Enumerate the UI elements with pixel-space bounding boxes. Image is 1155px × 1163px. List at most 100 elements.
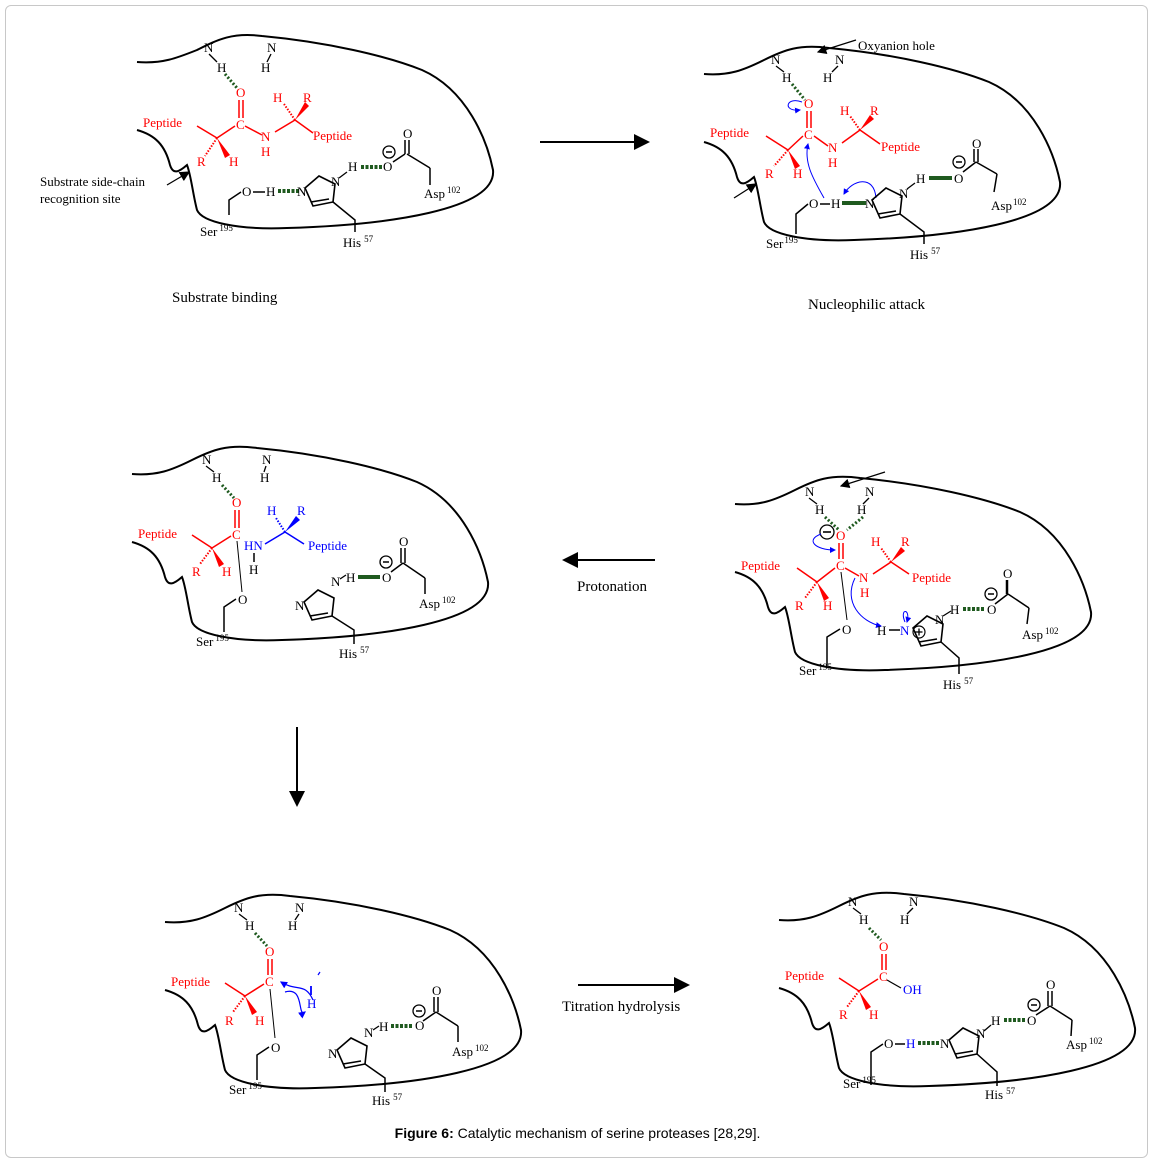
atom-n: N [865,196,875,211]
peptide-label: Peptide [741,558,780,573]
negative-charge-icon [984,587,998,601]
negative-charge-icon [1027,998,1041,1012]
panel-tetrahedral-intermediate: N H N H O C Peptide R H N H H R Peptide … [734,471,1093,692]
atom-h: H [288,918,297,933]
atom-r: R [197,154,206,169]
atom-o: O [987,602,996,617]
hydrogen-bond [223,73,239,89]
atom-h: H [860,585,869,600]
atom-h: H [828,155,837,170]
atom-n: N [828,140,838,155]
recognition-site-arrow [733,183,758,199]
enzyme-pocket-outline [136,34,495,230]
atom-o: O [236,85,245,100]
atom-c: C [836,558,845,573]
electron-arrow [812,533,836,553]
atom-n: N [295,598,305,613]
atom-r: R [901,534,910,549]
panel-title: Nucleophilic attack [808,297,926,313]
atom-h: H [249,562,258,577]
hydrogen-bond [846,515,864,532]
atom-n: N [900,623,910,638]
atom-n: N [771,52,781,67]
hydrogen-bond [790,83,807,101]
atom-h: H [900,912,909,927]
atom-o: O [399,534,408,549]
hydrogen-bond [823,515,841,532]
atom-o: O [809,196,818,211]
annotation-oxyanion-hole: Oxyanion hole [858,38,935,53]
atom-h: H [916,171,925,186]
electron-arrow [850,577,882,628]
atom-o: O [836,528,845,543]
atom-n: N [848,894,858,909]
electron-arrow [902,611,912,623]
atom-h: H [379,1019,388,1034]
hydrogen-bond [253,931,269,948]
negative-charge-icon [412,1004,426,1018]
peptide-label: Peptide [710,125,749,140]
peptide-label: Peptide [881,139,920,154]
atom-h: H [260,470,269,485]
atom-h: H [815,502,824,517]
figure-frame [5,5,1148,1158]
atom-n: N [204,40,214,55]
negative-charge-icon [819,524,835,540]
peptide-label: Peptide [785,968,824,983]
atom-h: H [782,70,791,85]
atom-r: R [795,598,804,613]
atom-o: O [1003,566,1012,581]
atom-o: O [242,184,251,199]
enzyme-pocket-outline [164,893,523,1090]
atom-h: H [857,502,866,517]
panel-title: Substrate binding [172,290,278,306]
peptide-label: Peptide [143,115,182,130]
atom-o: O [432,983,441,998]
step-label-protonation: Protonation [577,579,647,595]
atom-o: O [232,495,241,510]
atom-h: H [261,60,270,75]
atom-n: N [262,452,272,467]
panel-substrate-binding: N H N H O C Peptide R H N H H R Peptide … [40,34,495,306]
atom-h: H [229,154,238,169]
atom-h: H [222,564,231,579]
atom-h: H [871,534,880,549]
enzyme-pocket-outline [131,445,490,642]
enzyme-pocket-outline [703,45,1062,242]
atom-h: H [255,1013,264,1028]
atom-h: H [906,1036,915,1051]
caption-text: Catalytic mechanism of serine proteases … [453,1125,761,1141]
electron-arrow [787,100,803,114]
atom-oh: OH [903,982,922,997]
atom-h: H [266,184,275,199]
atom-h: H [212,470,221,485]
negative-charge-icon [952,155,966,169]
atom-n: N [331,574,341,589]
atom-o: O [804,96,813,111]
atom-h: H [950,602,959,617]
panel-nucleophilic-attack: N H N H Oxyanion hole O C Peptide R H N … [703,38,1062,313]
atom-o: O [415,1018,424,1033]
atom-r: R [870,103,879,118]
atom-h: H [307,996,316,1011]
atom-o: O [271,1040,280,1055]
hydrogen-bond [220,483,236,500]
atom-o: O [238,592,247,607]
electron-arrow [803,143,825,199]
annotation-recognition-site: Substrate side-chain [40,174,146,189]
atom-c: C [236,117,245,132]
atom-hn: HN [244,538,263,553]
